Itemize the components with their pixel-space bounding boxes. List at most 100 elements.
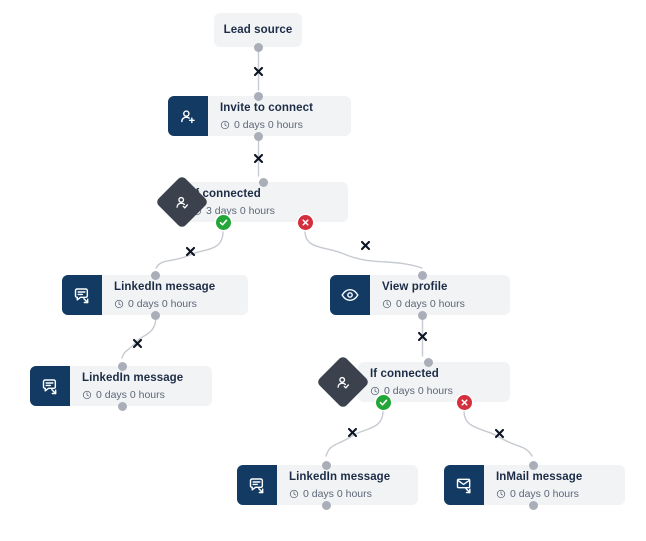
condition-diamond-if-connected-2[interactable] bbox=[316, 355, 370, 409]
edge-delete-handle[interactable] bbox=[251, 151, 265, 165]
node-linkedin-message-3[interactable]: LinkedIn message 0 days 0 hours bbox=[237, 465, 418, 505]
node-duration-text: 0 days 0 hours bbox=[128, 297, 197, 310]
check-icon bbox=[219, 219, 228, 226]
node-duration-text: 0 days 0 hours bbox=[303, 487, 372, 500]
node-duration: 0 days 0 hours bbox=[220, 118, 339, 132]
edge-delete-handle[interactable] bbox=[251, 64, 265, 78]
node-duration-text: 0 days 0 hours bbox=[384, 384, 453, 397]
node-body: LinkedIn message 0 days 0 hours bbox=[102, 275, 248, 315]
clock-icon bbox=[382, 299, 392, 309]
clock-icon bbox=[496, 489, 506, 499]
person-check-icon bbox=[337, 376, 350, 388]
close-icon bbox=[360, 240, 370, 250]
node-body: InMail message 0 days 0 hours bbox=[484, 465, 625, 505]
node-body: LinkedIn message 0 days 0 hours bbox=[70, 366, 212, 406]
clock-icon bbox=[82, 390, 92, 400]
port-if-connected-2-in[interactable] bbox=[424, 358, 433, 367]
node-icon-tile bbox=[30, 366, 70, 406]
node-title: LinkedIn message bbox=[289, 470, 391, 483]
node-duration: 0 days 0 hours bbox=[496, 487, 613, 501]
node-if-connected-1[interactable]: If connected 3 days 0 hours bbox=[180, 182, 348, 222]
chat-send-icon bbox=[249, 478, 264, 494]
close-icon bbox=[347, 427, 357, 437]
node-view-profile[interactable]: View profile 0 days 0 hours bbox=[330, 275, 510, 315]
person-check-icon bbox=[176, 196, 189, 208]
node-title: InMail message bbox=[496, 470, 583, 483]
node-body: If connected 0 days 0 hours bbox=[358, 362, 510, 402]
node-icon-tile bbox=[62, 275, 102, 315]
edge-delete-handle[interactable] bbox=[183, 244, 197, 258]
node-duration: 0 days 0 hours bbox=[382, 297, 498, 311]
node-duration-text: 0 days 0 hours bbox=[510, 487, 579, 500]
port-invite-in[interactable] bbox=[254, 92, 263, 101]
port-linkedin-1-in[interactable] bbox=[151, 271, 160, 280]
edge-delete-handle[interactable] bbox=[415, 329, 429, 343]
check-icon bbox=[379, 399, 388, 406]
person-plus-icon bbox=[181, 110, 195, 124]
port-inmail-out[interactable] bbox=[529, 501, 538, 510]
node-icon-tile bbox=[237, 465, 277, 505]
node-title: View profile bbox=[382, 280, 448, 293]
clock-icon bbox=[370, 386, 380, 396]
chat-send-icon bbox=[42, 379, 57, 395]
port-if-connected-1-in[interactable] bbox=[259, 178, 268, 187]
close-icon bbox=[494, 428, 504, 438]
close-icon bbox=[132, 338, 142, 348]
node-title: Lead source bbox=[223, 23, 293, 36]
port-view-profile-in[interactable] bbox=[418, 271, 427, 280]
port-linkedin-1-out[interactable] bbox=[151, 311, 160, 320]
cross-icon bbox=[302, 219, 309, 226]
node-body: Invite to connect 0 days 0 hours bbox=[208, 96, 351, 136]
node-duration: 0 days 0 hours bbox=[114, 297, 236, 311]
node-inmail-message[interactable]: InMail message 0 days 0 hours bbox=[444, 465, 625, 505]
clock-icon bbox=[220, 120, 230, 130]
edge-delete-handle[interactable] bbox=[492, 426, 506, 440]
port-invite-out[interactable] bbox=[254, 132, 263, 141]
node-title: Invite to connect bbox=[220, 101, 314, 114]
node-if-connected-2[interactable]: If connected 0 days 0 hours bbox=[358, 362, 510, 402]
node-duration-text: 0 days 0 hours bbox=[96, 388, 165, 401]
port-linkedin-2-out[interactable] bbox=[118, 402, 127, 411]
clock-icon bbox=[289, 489, 299, 499]
port-linkedin-2-in[interactable] bbox=[118, 362, 127, 371]
port-linkedin-3-in[interactable] bbox=[322, 461, 331, 470]
close-icon bbox=[253, 153, 263, 163]
port-view-profile-out[interactable] bbox=[418, 311, 427, 320]
node-title: If connected bbox=[192, 187, 261, 200]
node-linkedin-message-1[interactable]: LinkedIn message 0 days 0 hours bbox=[62, 275, 248, 315]
mail-send-icon bbox=[456, 478, 471, 494]
branch-badge-yes-1[interactable] bbox=[216, 215, 231, 230]
branch-badge-no-1[interactable] bbox=[298, 215, 313, 230]
node-body: Lead source bbox=[208, 14, 309, 47]
node-invite-to-connect[interactable]: Invite to connect 0 days 0 hours bbox=[168, 96, 351, 136]
close-icon bbox=[417, 331, 427, 341]
node-title: LinkedIn message bbox=[82, 371, 184, 384]
node-duration-text: 0 days 0 hours bbox=[396, 297, 465, 310]
node-duration-text: 3 days 0 hours bbox=[206, 204, 275, 217]
branch-badge-yes-2[interactable] bbox=[376, 395, 391, 410]
edge-delete-handle[interactable] bbox=[358, 238, 372, 252]
cross-icon bbox=[461, 399, 468, 406]
port-lead-source-out[interactable] bbox=[254, 43, 263, 52]
node-icon-tile bbox=[168, 96, 208, 136]
condition-diamond-if-connected-1[interactable] bbox=[155, 175, 209, 229]
node-title: If connected bbox=[370, 367, 439, 380]
node-duration: 0 days 0 hours bbox=[82, 388, 200, 402]
node-duration-text: 0 days 0 hours bbox=[234, 118, 303, 131]
node-lead-source[interactable]: Lead source bbox=[214, 13, 302, 47]
edge-delete-handle[interactable] bbox=[345, 425, 359, 439]
node-linkedin-message-2[interactable]: LinkedIn message 0 days 0 hours bbox=[30, 366, 212, 406]
edge-delete-handle[interactable] bbox=[130, 336, 144, 350]
node-icon-tile bbox=[444, 465, 484, 505]
node-title: LinkedIn message bbox=[114, 280, 216, 293]
branch-badge-no-2[interactable] bbox=[457, 395, 472, 410]
chat-send-icon bbox=[74, 288, 89, 304]
port-inmail-in[interactable] bbox=[529, 461, 538, 470]
node-duration: 0 days 0 hours bbox=[289, 487, 406, 501]
node-duration: 3 days 0 hours bbox=[192, 204, 336, 218]
node-body: LinkedIn message 0 days 0 hours bbox=[277, 465, 418, 505]
eye-icon bbox=[341, 288, 359, 302]
port-linkedin-3-out[interactable] bbox=[322, 501, 331, 510]
